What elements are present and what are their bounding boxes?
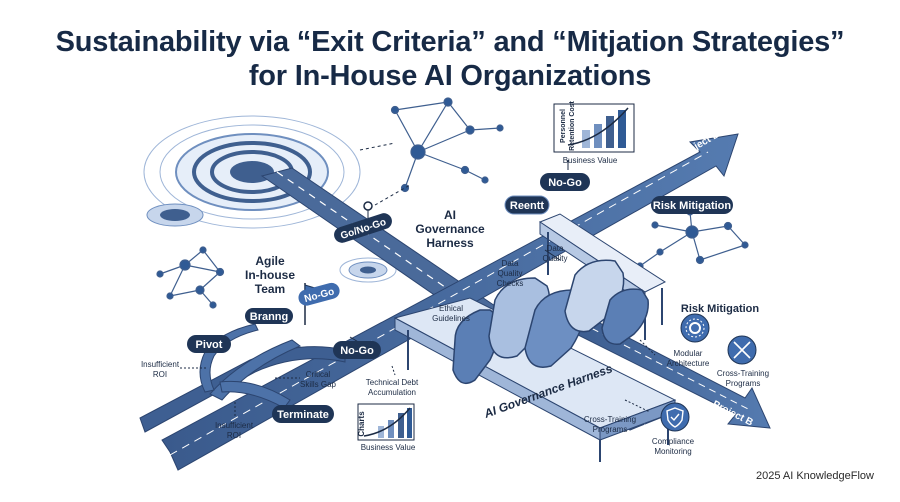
svg-text:Critical: Critical	[306, 370, 331, 379]
agile-team-label: Agile In-house Team	[245, 254, 295, 296]
footer-credit: 2025 AI KnowledgeFlow	[755, 470, 874, 482]
data-quality-checks-label: Data Quality Checks	[497, 259, 524, 288]
ethical-guidelines-label: Ethical Guidelines	[432, 304, 470, 323]
business-value-label: Business Value	[563, 156, 618, 165]
svg-text:Architecture: Architecture	[667, 359, 710, 368]
svg-text:Monitoring: Monitoring	[654, 447, 691, 456]
chain-link-icon	[452, 259, 649, 385]
compliance-monitoring-label: Compliance Monitoring	[652, 437, 695, 456]
svg-text:Personnel: Personnel	[560, 109, 567, 143]
svg-text:Technical Debt: Technical Debt	[366, 378, 419, 387]
svg-text:Risk Mitigation: Risk Mitigation	[653, 200, 732, 212]
svg-text:Skills Gap: Skills Gap	[300, 380, 337, 389]
page-title-line-2: for In-House AI Organizations	[248, 60, 652, 92]
shield-check-icon	[660, 402, 690, 432]
svg-text:Programs: Programs	[726, 379, 761, 388]
no-go-flag-pill: No-Go	[298, 282, 340, 306]
network-graph-icon	[156, 246, 225, 309]
svg-text:Guidelines: Guidelines	[432, 314, 470, 323]
no-go-top-pill: No-Go	[540, 173, 590, 191]
terminate-pill: Terminate	[272, 405, 334, 423]
gear-icon	[680, 313, 710, 343]
modular-architecture-label: Modular Architecture	[667, 349, 710, 368]
svg-text:Harness: Harness	[426, 236, 474, 250]
insufficient-roi-label-2: Insufficient ROI	[215, 421, 254, 440]
svg-text:Accumulation: Accumulation	[368, 388, 416, 397]
svg-text:Pivot: Pivot	[196, 339, 223, 351]
pin-marker	[363, 201, 373, 211]
branng-pill: Branng	[245, 308, 293, 324]
svg-text:Modular: Modular	[674, 349, 703, 358]
harness-center-label: AI Governance Harness	[415, 208, 485, 250]
svg-text:Insufficient: Insufficient	[215, 421, 254, 430]
svg-text:Retention Cost: Retention Cost	[569, 100, 576, 150]
bar-chart-icon	[553, 103, 635, 153]
svg-text:Insufficient: Insufficient	[141, 360, 180, 369]
page-title-line-1: Sustainability via “Exit Criteria” and “…	[55, 26, 845, 58]
reentt-pill: Reentt	[504, 195, 550, 215]
risk-mitigation-pill: Risk Mitigation	[651, 196, 733, 214]
svg-text:AI: AI	[444, 208, 456, 222]
svg-text:Ethical: Ethical	[439, 304, 463, 313]
svg-text:Cross-Training: Cross-Training	[584, 415, 636, 424]
critical-skills-gap-label: Critical Skills Gap	[300, 370, 337, 389]
data-quality-label: Data Quality	[543, 244, 568, 263]
svg-text:Compliance: Compliance	[652, 437, 695, 446]
svg-text:No-Go: No-Go	[340, 345, 374, 357]
cross-training-right-label: Cross-Training Programs	[717, 369, 769, 388]
svg-text:In-house: In-house	[245, 268, 295, 282]
svg-text:Checks: Checks	[497, 279, 524, 288]
network-graph-icon	[390, 97, 504, 193]
svg-text:Data: Data	[502, 259, 519, 268]
svg-text:Quality: Quality	[543, 254, 568, 263]
svg-text:Quality: Quality	[498, 269, 523, 278]
cross-training-bottom-label: Cross-Training Programs	[584, 415, 636, 434]
svg-text:Cross-Training: Cross-Training	[717, 369, 769, 378]
svg-text:Programs: Programs	[593, 425, 628, 434]
business-value-label-2: Business Value	[361, 443, 416, 452]
svg-text:No-Go: No-Go	[548, 177, 582, 189]
svg-text:Team: Team	[255, 282, 285, 296]
charts-axis-label: Charts	[357, 411, 366, 437]
network-arrows-icon	[727, 335, 757, 365]
insufficient-roi-label-1: Insufficient ROI	[141, 360, 180, 379]
svg-text:Reentt: Reentt	[510, 200, 545, 212]
pivot-pill: Pivot	[187, 335, 231, 353]
svg-text:ROI: ROI	[227, 431, 241, 440]
risk-mitigation-heading: Risk Mitigation	[681, 303, 760, 315]
svg-text:Agile: Agile	[255, 254, 285, 268]
svg-text:Governance: Governance	[415, 222, 485, 236]
svg-text:Data: Data	[547, 244, 564, 253]
personnel-retention-label: Personnel Retention Cost	[560, 100, 576, 150]
network-graph-icon	[636, 208, 749, 270]
technical-debt-label: Technical Debt Accumulation	[366, 378, 419, 397]
road-project-a	[139, 323, 346, 433]
svg-text:ROI: ROI	[153, 370, 167, 379]
svg-text:Branng: Branng	[250, 311, 289, 323]
no-go-mid-pill: No-Go	[333, 341, 381, 359]
bar-chart-icon	[357, 403, 415, 441]
svg-text:Terminate: Terminate	[277, 409, 329, 421]
